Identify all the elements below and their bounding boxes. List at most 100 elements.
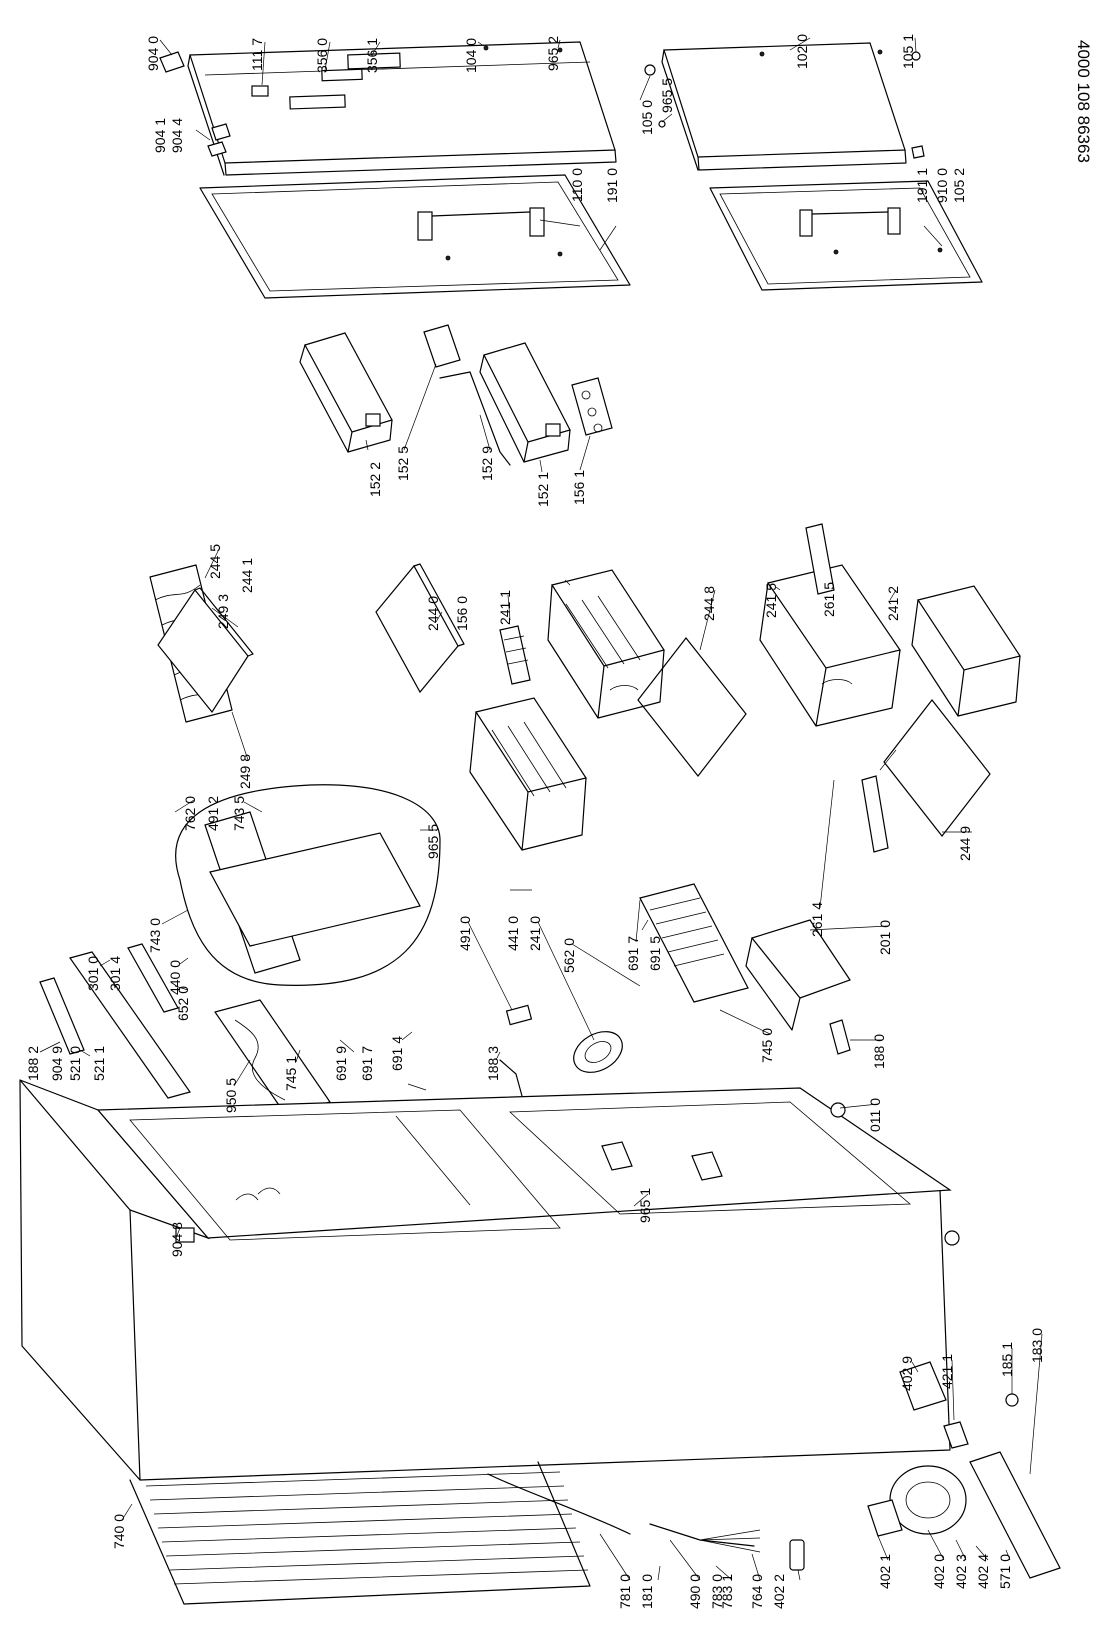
part-label: 241 5	[763, 583, 779, 618]
part-label: 105 2	[951, 168, 967, 203]
base-tray-1830	[969, 1451, 1061, 1579]
part-label: 188 2	[25, 1046, 41, 1081]
compressor-4020	[889, 1465, 967, 1535]
part-label: 491 2	[205, 796, 221, 831]
glass-shelf-2441	[157, 587, 254, 714]
part-label: 652 0	[175, 986, 191, 1021]
evap-heater-7451	[214, 999, 331, 1115]
part-label: 244 8	[701, 586, 717, 621]
glass-shelf-2440	[375, 563, 465, 694]
part-label: 156 0	[454, 596, 470, 631]
cabinet	[19, 1079, 960, 1481]
part-label: 011 0	[867, 1098, 883, 1132]
part-label: 402 1	[877, 1554, 893, 1589]
part-label: 191 0	[604, 168, 620, 203]
part-label: 910 0	[934, 168, 950, 203]
part-label: 402 2	[771, 1574, 787, 1609]
part-label: 241 1	[497, 590, 513, 625]
part-label: 301 0	[85, 956, 101, 991]
part-label: 965 2	[545, 36, 561, 71]
glass-shelf-2449	[883, 699, 991, 837]
part-label: 783 1	[719, 1574, 735, 1609]
relay-4021	[867, 1499, 903, 1537]
part-1883	[499, 1059, 523, 1097]
rail-2614	[861, 775, 889, 853]
part-label: 152 1	[535, 472, 551, 507]
part-label: 402 9	[899, 1356, 915, 1391]
bin-rail-1529	[439, 371, 511, 466]
part-label: 691 5	[647, 936, 663, 971]
part-label: 261 5	[821, 582, 837, 617]
part-label: 249 3	[215, 594, 231, 629]
part-label: 156 1	[571, 470, 587, 505]
freezer-door-gasket	[709, 180, 983, 291]
part-label: 356 1	[364, 38, 380, 73]
part-label: 152 5	[395, 446, 411, 481]
part-label: 490 0	[687, 1574, 703, 1609]
freezer-door-outer	[644, 42, 925, 171]
cover-grid-1560	[499, 625, 531, 685]
part-label: 356 0	[314, 38, 330, 73]
fridge-door-gasket	[199, 174, 631, 299]
document-number: 4000 108 86363	[1074, 40, 1093, 163]
part-label: 745 0	[759, 1028, 775, 1063]
part-label: 950 5	[223, 1078, 239, 1113]
cover-4029	[899, 1361, 947, 1411]
capacitor-7640	[789, 1539, 805, 1571]
part-label: 441 0	[505, 916, 521, 951]
part-label: 104 0	[463, 38, 479, 73]
part-label: 183 0	[1029, 1328, 1045, 1363]
drain-tube-7810	[487, 1473, 631, 1535]
door-hinge-parts	[159, 51, 231, 157]
part-label: 105 0	[639, 100, 655, 135]
leader-lines	[39, 37, 1043, 1581]
fridge-door-outer	[187, 41, 617, 176]
part-label: 301 4	[107, 956, 123, 991]
part-label: 152 2	[367, 462, 383, 497]
part-label: 691 7	[359, 1046, 375, 1081]
part-label: 402 4	[975, 1554, 991, 1589]
part-label: 241 0	[527, 916, 543, 951]
part-label: 691 7	[625, 936, 641, 971]
part-label: 185 1	[999, 1342, 1015, 1377]
rail-2615	[805, 523, 835, 595]
part-label: 521 0	[67, 1046, 83, 1081]
part-label: 904 0	[145, 36, 161, 71]
part-label: 188 0	[871, 1034, 887, 1069]
part-label: 691 4	[389, 1036, 405, 1071]
part-label: 965 5	[425, 824, 441, 859]
grommet-1851	[1005, 1393, 1019, 1407]
part-label: 743 5	[231, 796, 247, 831]
part-label: 521 1	[91, 1046, 107, 1081]
air-duct-assembly-7430	[175, 784, 441, 986]
part-label: 244 5	[207, 544, 223, 579]
drawer-2412	[911, 585, 1021, 717]
part-label: 152 9	[479, 446, 495, 481]
part-label: 421 1	[939, 1354, 955, 1389]
part-label: 745 1	[283, 1056, 299, 1091]
drawer-2410	[469, 697, 587, 851]
part-label: 904 9	[49, 1046, 65, 1081]
fan-motor-4410	[573, 1031, 623, 1073]
part-label: 261 4	[809, 902, 825, 937]
part-label: 491 0	[457, 916, 473, 951]
bin-lid-1525	[423, 324, 461, 368]
part-label: 904 1	[152, 118, 168, 153]
part-label: 188 3	[485, 1046, 501, 1081]
part-label: 965 5	[659, 78, 675, 113]
part-label: 244 9	[957, 826, 973, 861]
light-cover-9049	[39, 977, 85, 1055]
part-label: 562 0	[561, 938, 577, 973]
part-label: 102 0	[794, 34, 810, 69]
part-4910	[505, 1004, 533, 1026]
part-label: 740 0	[111, 1514, 127, 1549]
part-label: 691 9	[333, 1046, 349, 1081]
part-label: 105 1	[900, 34, 916, 69]
glass-shelf-2448	[637, 637, 747, 777]
part-label: 244 1	[239, 558, 255, 593]
bracket-1880	[829, 1019, 851, 1055]
part-label: 241 2	[885, 586, 901, 621]
door-bin-1522	[299, 332, 393, 453]
